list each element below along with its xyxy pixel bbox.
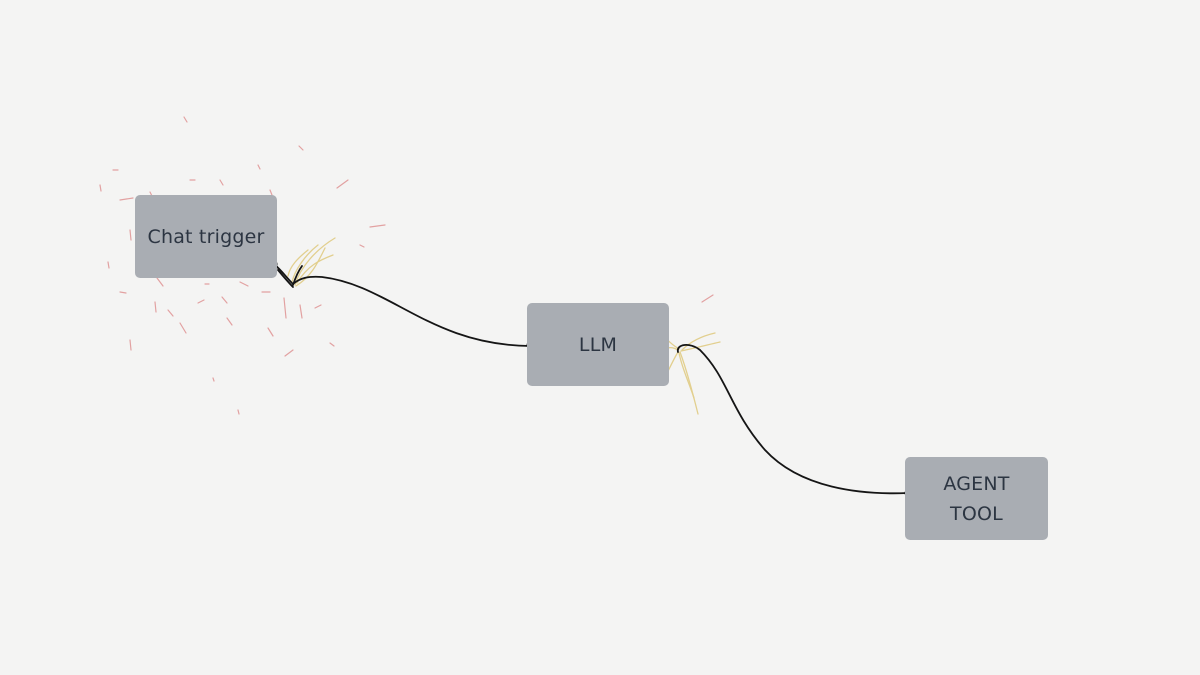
llm-node[interactable]: LLM <box>527 303 669 386</box>
llm-label: LLM <box>578 333 618 356</box>
wire-chat-to-llm[interactable] <box>274 264 531 347</box>
wire-llm-to-agent[interactable] <box>677 344 909 495</box>
chat-trigger-node[interactable]: Chat trigger <box>135 195 277 278</box>
red-spark-marks <box>99 116 714 415</box>
agent-tool-label-line-2: TOOL <box>950 502 1003 525</box>
agent-tool-node[interactable]: AGENT TOOL <box>905 457 1048 540</box>
agent-tool-label-line-1: AGENT <box>943 472 1010 495</box>
chat-trigger-label: Chat trigger <box>147 225 265 248</box>
